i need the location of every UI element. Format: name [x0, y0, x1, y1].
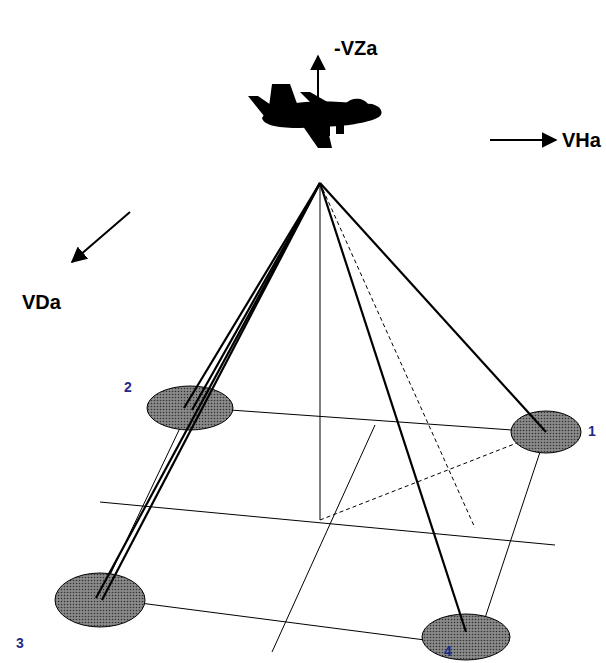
callout-number: 2	[124, 380, 132, 394]
velocity-label: -VZa	[334, 38, 377, 58]
callout-number: 3	[16, 636, 24, 650]
callout-number: 4	[444, 644, 452, 658]
callout-number: 1	[588, 424, 596, 438]
velocity-label: VDa	[22, 292, 61, 312]
velocity-label: VHa	[562, 130, 601, 150]
